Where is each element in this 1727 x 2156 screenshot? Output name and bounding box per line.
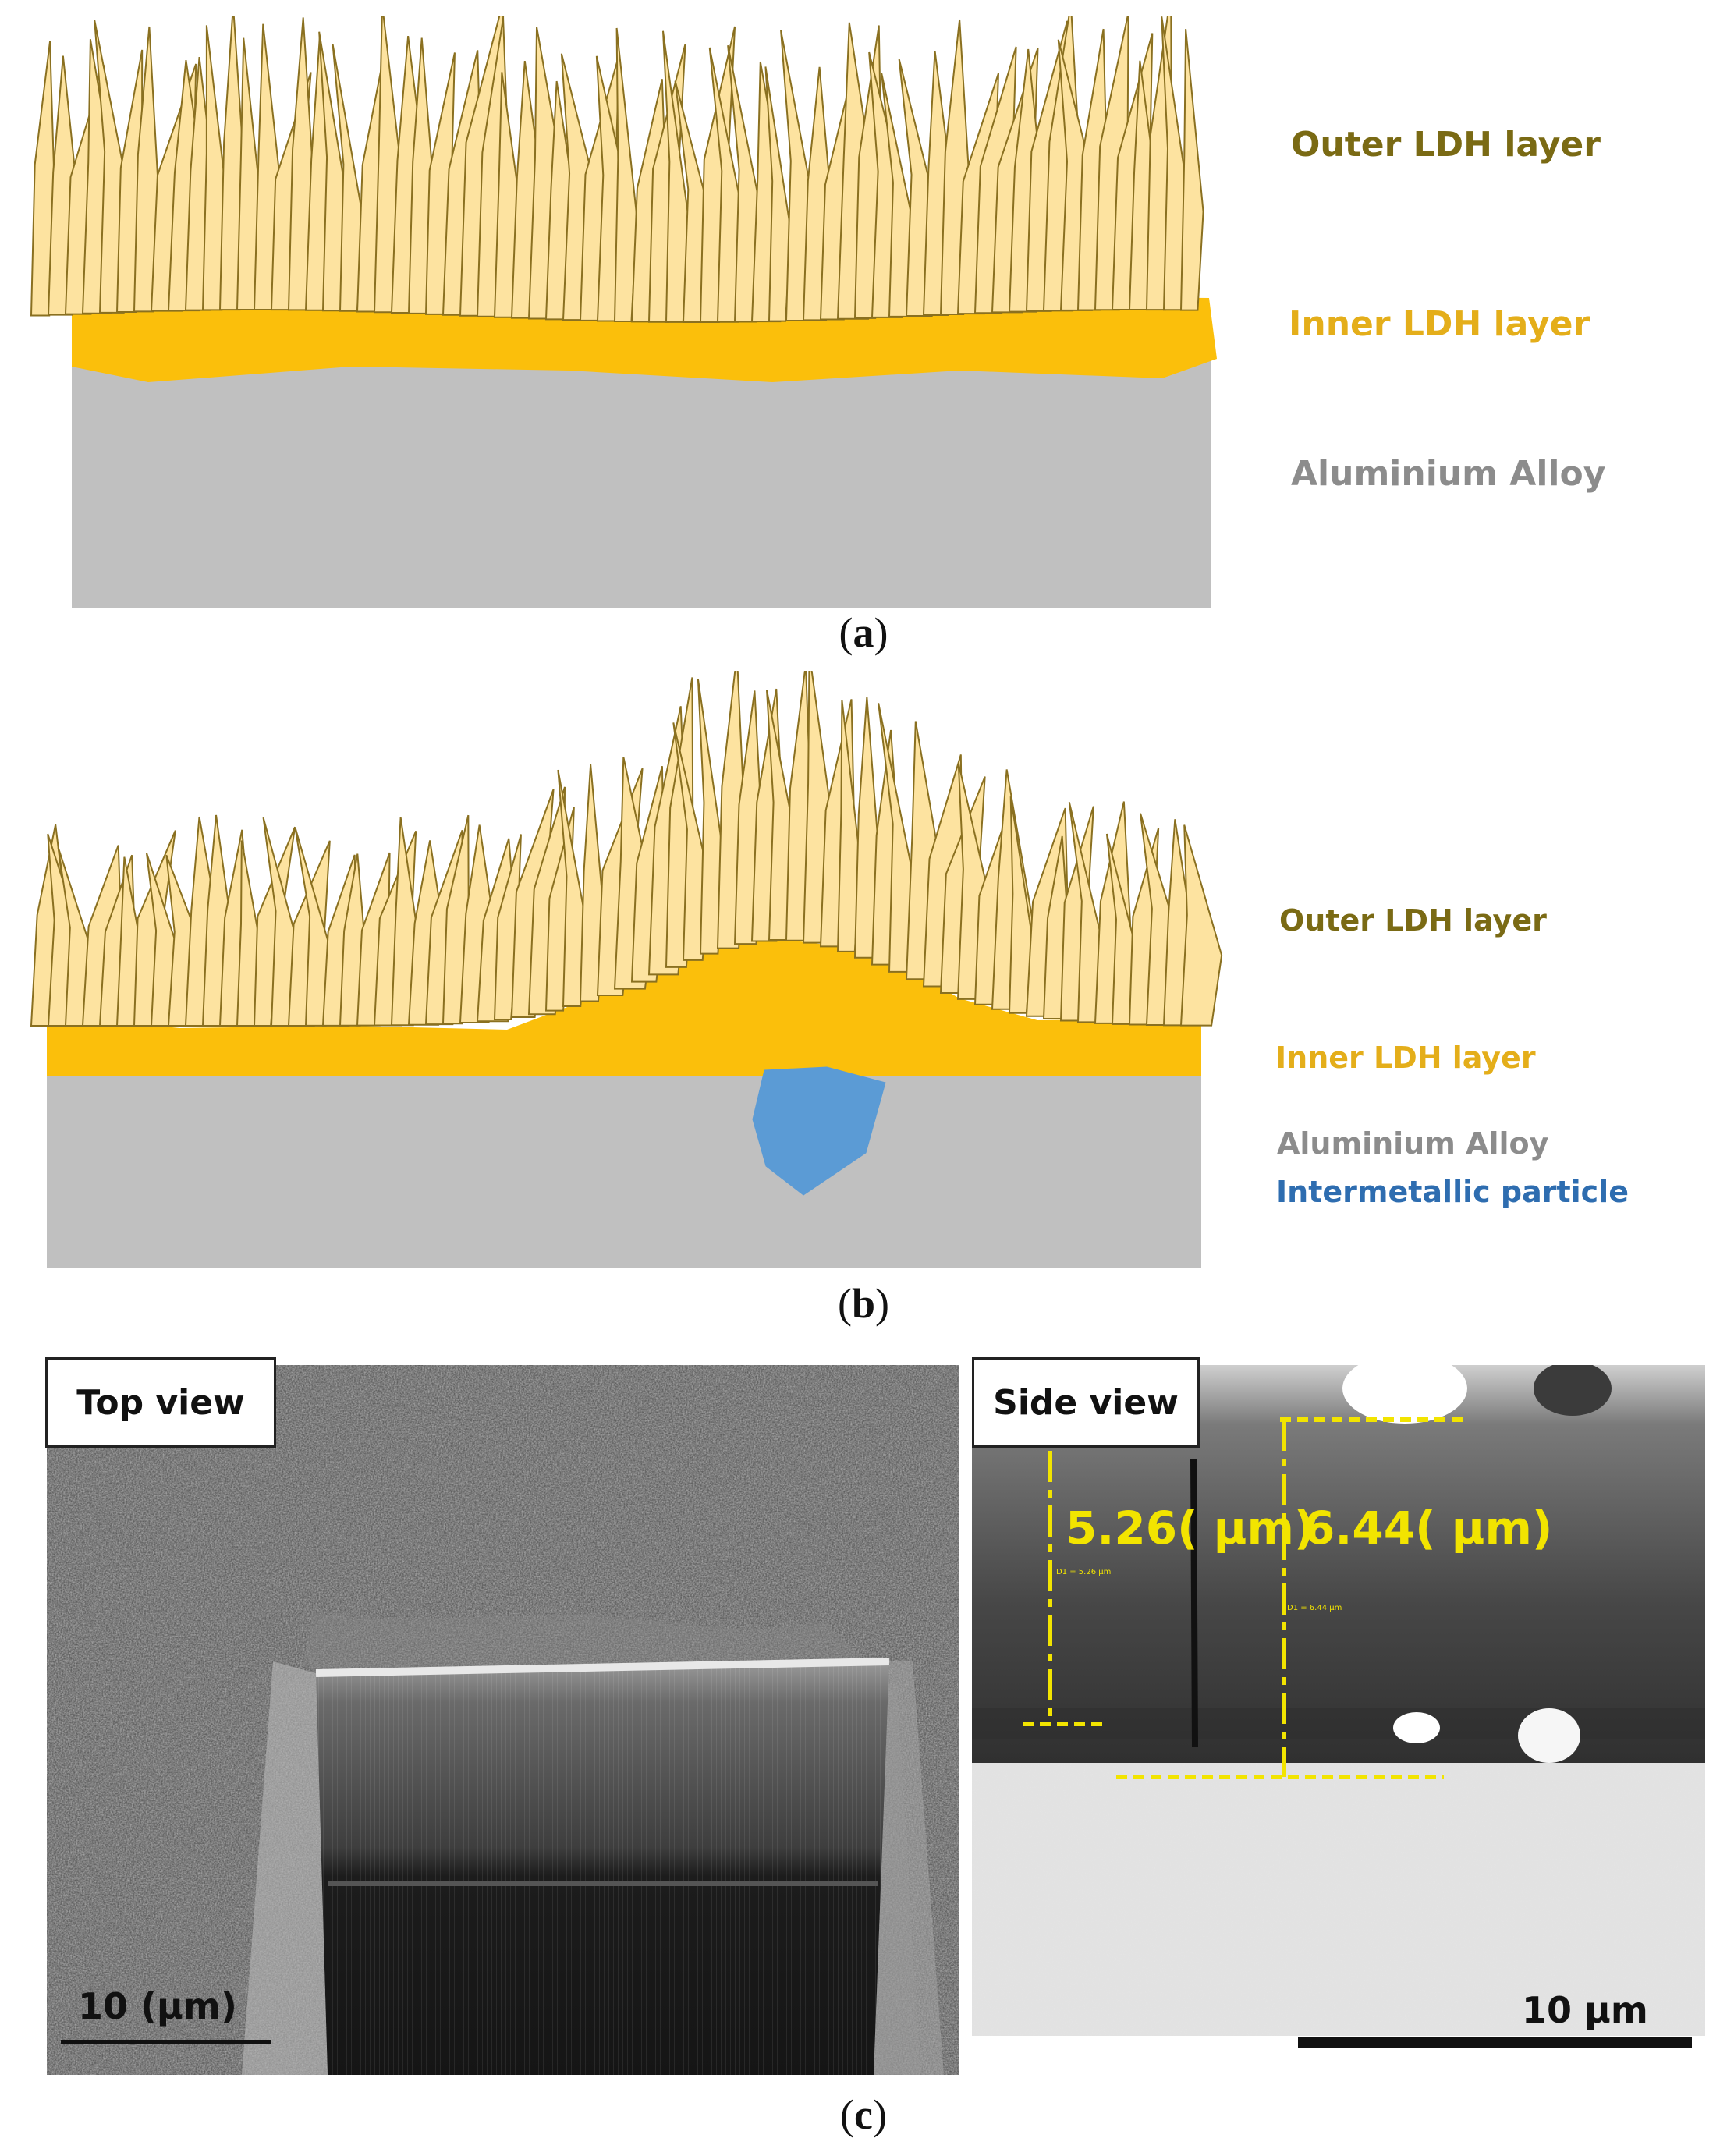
side-scale-bar [1298, 2037, 1692, 2048]
label-outer-ldh-b: Outer LDH layer [1279, 903, 1547, 938]
panel-a: Outer LDH layer Inner LDH layer Aluminiu… [0, 0, 1727, 686]
caption-a: (a) [0, 608, 1727, 657]
side-scale-label: 10 μm [1522, 1989, 1648, 2031]
measurement-1: 5.26( μm) [1066, 1502, 1314, 1555]
label-inner-ldh-b: Inner LDH layer [1275, 1041, 1536, 1075]
sem-side-view: 5.26( μm) 6.44( μm) D1 = 5.26 μm D1 = 6.… [972, 1365, 1705, 2075]
measurement-2: 6.44( μm) [1303, 1502, 1552, 1555]
tag-top-view: Top view [45, 1357, 276, 1448]
ldh-platelet [1181, 825, 1222, 1026]
outer-ldh-crystals-a [31, 16, 1204, 322]
label-alloy-b: Aluminium Alloy [1277, 1126, 1548, 1161]
alloy-substrate-b [47, 1073, 1201, 1268]
caption-b: (b) [0, 1279, 1727, 1328]
alloy-substrate-a [72, 351, 1211, 608]
panel-b: Outer LDH layer Inner LDH layer Aluminiu… [0, 671, 1727, 1334]
label-alloy-a: Aluminium Alloy [1291, 454, 1605, 494]
panel-a-schematic [23, 16, 1271, 624]
sem-side-image [972, 1365, 1705, 2075]
top-scale-bar [61, 2040, 271, 2044]
caption-c: (c) [0, 2090, 1727, 2139]
panel-b-schematic [23, 671, 1271, 1279]
label-outer-ldh-a: Outer LDH layer [1291, 125, 1601, 165]
label-inner-ldh-a: Inner LDH layer [1289, 304, 1590, 344]
ldh-platelet [1181, 29, 1204, 310]
measurement-2-small: D1 = 6.44 μm [1287, 1604, 1342, 1612]
sem-top-view: 10 (μm) [47, 1365, 959, 2075]
label-particle: Intermetallic particle [1276, 1175, 1629, 1209]
panel-c: 10 (μm) Top view [0, 1342, 1727, 2156]
measurement-1-small: D1 = 5.26 μm [1056, 1568, 1111, 1576]
top-scale-label: 10 (μm) [78, 1985, 237, 2027]
outer-ldh-crystals-b [31, 671, 1222, 1026]
sem-top-image [47, 1365, 959, 2075]
tag-side-view: Side view [972, 1357, 1200, 1448]
